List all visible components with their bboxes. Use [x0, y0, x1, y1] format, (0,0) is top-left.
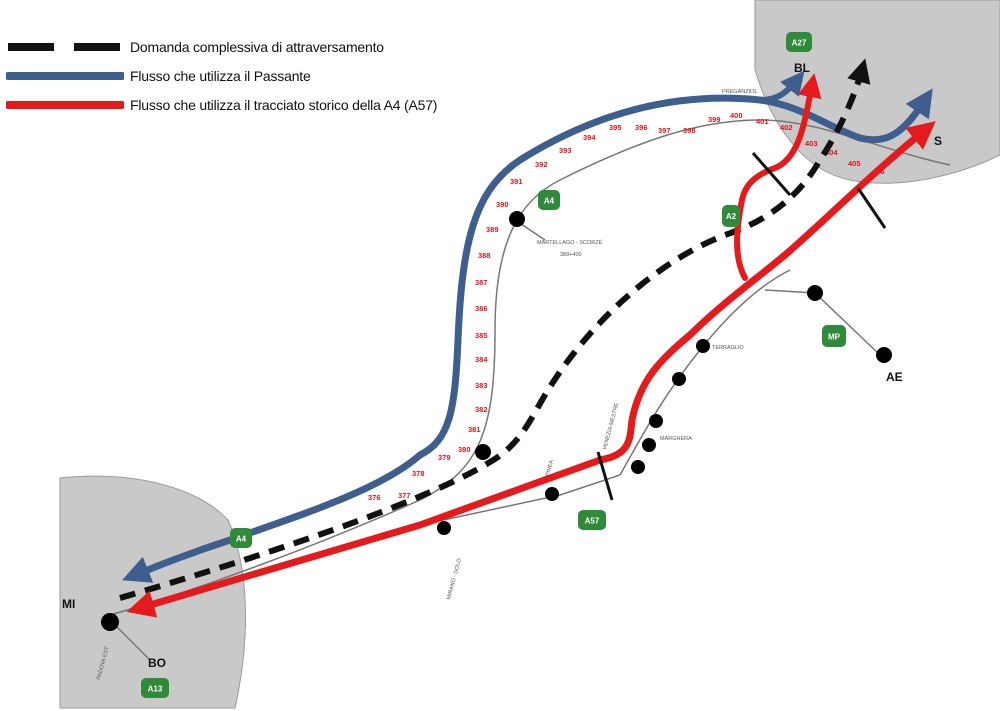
- dot-terraglio: [696, 339, 710, 353]
- label-spinea: SPINEA: [544, 459, 555, 480]
- endpoint-bl: BL: [794, 61, 810, 75]
- endpoint-ae: AE: [886, 370, 903, 384]
- label-martellago-km: 389+400: [560, 252, 582, 258]
- label-mestre: VENEZIA-MESTRE: [602, 402, 620, 451]
- km-403: 403: [805, 139, 818, 148]
- dot-a57-4: [672, 372, 686, 386]
- shield-a57-icon: A57: [578, 510, 606, 530]
- dot-a57-3: [649, 414, 663, 428]
- shield-a4-top-text: A4: [544, 197, 555, 206]
- legend-swatch-red: [6, 101, 124, 109]
- km-391: 391: [510, 177, 523, 186]
- km-386: 386: [475, 304, 488, 313]
- km-389: 389: [486, 225, 499, 234]
- km-390: 390: [496, 200, 509, 209]
- km-397: 397: [658, 126, 671, 135]
- label-preganziol: PREGANZIOL: [722, 89, 757, 95]
- km-401: 401: [756, 117, 769, 126]
- dot-martellago: [509, 211, 525, 227]
- km-388: 388: [478, 251, 491, 260]
- legend-label-black: Domanda complessiva di attraversamento: [130, 39, 384, 55]
- dot-ae: [876, 347, 892, 363]
- dot-a57-1: [631, 460, 645, 474]
- legend-item-red: Flusso che utilizza il tracciato storico…: [6, 92, 526, 120]
- legend: Domanda complessiva di attraversamento F…: [6, 34, 526, 121]
- label-marghera: MARGHERA: [660, 436, 692, 442]
- legend-swatch-blue: [6, 72, 124, 80]
- junction-dots: [101, 211, 892, 631]
- legend-label-red: Flusso che utilizza il tracciato storico…: [130, 97, 438, 113]
- km-383: 383: [475, 381, 488, 390]
- shield-a27-icon: A27: [786, 32, 812, 52]
- shield-a27-text: A27: [792, 39, 807, 48]
- zone-padova: [59, 475, 246, 709]
- km-377: 377: [398, 491, 411, 500]
- km-387: 387: [475, 278, 488, 287]
- km-379: 379: [438, 453, 451, 462]
- cordon-bl: [751, 152, 792, 196]
- road-a4-passante: [109, 119, 951, 616]
- endpoint-s: S: [934, 134, 942, 148]
- km-382: 382: [475, 405, 488, 414]
- flow-red-historic: [126, 456, 604, 618]
- legend-item-black: Domanda complessiva di attraversamento: [6, 34, 526, 62]
- endpoint-bo: BO: [148, 656, 166, 670]
- km-384: 384: [475, 355, 488, 364]
- cordon-mestre: [596, 451, 614, 501]
- km-398: 398: [683, 126, 696, 135]
- dot-padova-est: [101, 613, 119, 631]
- cordon-s: [856, 187, 887, 229]
- km-394: 394: [583, 133, 596, 142]
- km-405: 405: [848, 159, 861, 168]
- km-381: 381: [468, 425, 481, 434]
- dot-spinea-passante: [475, 444, 491, 460]
- km-399: 399: [708, 115, 721, 124]
- km-396: 396: [635, 123, 648, 132]
- km-385: 385: [475, 331, 488, 340]
- km-393: 393: [559, 146, 572, 155]
- legend-item-blue: Flusso che utilizza il Passante: [6, 63, 526, 91]
- flow-red-branch-bl: [734, 73, 822, 281]
- shield-a13-text: A13: [148, 685, 163, 694]
- shield-a4-top-icon: A4: [538, 190, 560, 210]
- shield-a2-icon: A2: [722, 205, 740, 227]
- km-376: 376: [368, 493, 381, 502]
- flow-red-a57: [596, 121, 936, 464]
- km-380: 380: [458, 445, 471, 454]
- km-402: 402: [780, 123, 793, 132]
- shield-a13-icon: A13: [141, 678, 169, 698]
- endpoint-labels: MI BO BL S AE: [62, 61, 942, 670]
- cordon-lines: [596, 152, 887, 501]
- km-378: 378: [412, 469, 425, 478]
- shields: A4 A4 A27 A2 MP A57: [141, 32, 846, 698]
- zone-treviso: [754, 0, 1000, 184]
- km-markers: 376 377 378 379 380 381 382 383 384 385 …: [368, 111, 885, 502]
- dot-a57-2: [642, 438, 656, 452]
- shield-a57-text: A57: [585, 517, 600, 526]
- dot-mp-1: [807, 285, 823, 301]
- km-392: 392: [535, 160, 548, 169]
- shield-mp-text: MP: [828, 333, 841, 342]
- km-395: 395: [609, 123, 622, 132]
- dot-spinea: [545, 487, 559, 501]
- legend-label-blue: Flusso che utilizza il Passante: [130, 68, 311, 84]
- road-mp: [764, 289, 881, 356]
- flow-blue-branch-bl: [757, 70, 805, 103]
- endpoint-mi: MI: [62, 597, 75, 611]
- label-mirano: MIRANO - DOLO: [446, 557, 463, 600]
- label-terraglio: TERRAGLIO: [712, 345, 745, 351]
- flow-blue-passante: [416, 88, 933, 459]
- shield-a4-left-text: A4: [236, 535, 247, 544]
- shield-a4-left-icon: A4: [230, 528, 252, 548]
- flow-black-demand: [119, 58, 871, 601]
- legend-swatch-black-dashed: [8, 43, 122, 51]
- km-400: 400: [730, 111, 743, 120]
- dot-mirano: [437, 521, 451, 535]
- label-martellago: MARTELLAGO - SCORZÈ: [537, 239, 603, 246]
- shield-a2-text: A2: [726, 212, 737, 221]
- km-404: 404: [825, 148, 838, 157]
- shield-mp-icon: MP: [822, 325, 846, 347]
